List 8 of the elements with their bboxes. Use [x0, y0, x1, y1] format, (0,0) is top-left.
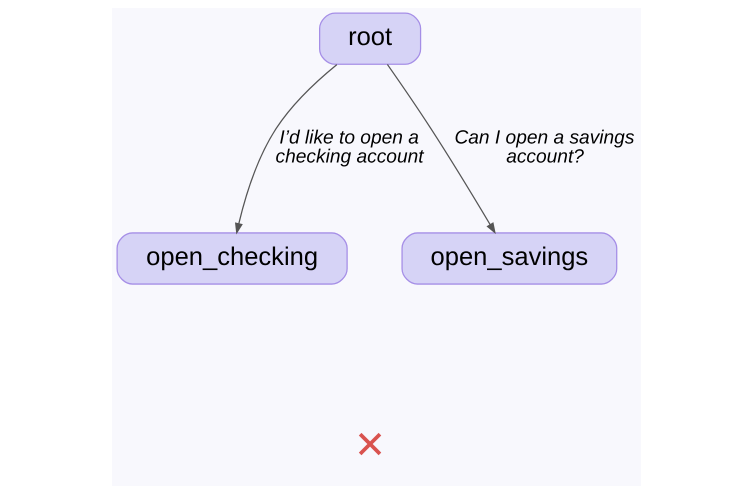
edge-label: I’d like to open a checking account [275, 128, 424, 168]
node-box: root [318, 12, 421, 65]
label: ✕ [354, 422, 386, 468]
arrow [386, 64, 496, 234]
node-box: open_checking [116, 232, 348, 285]
arrow [234, 64, 337, 234]
node-box: open_savings [400, 232, 617, 285]
edge-label: Can I open a savings account? [454, 128, 634, 168]
